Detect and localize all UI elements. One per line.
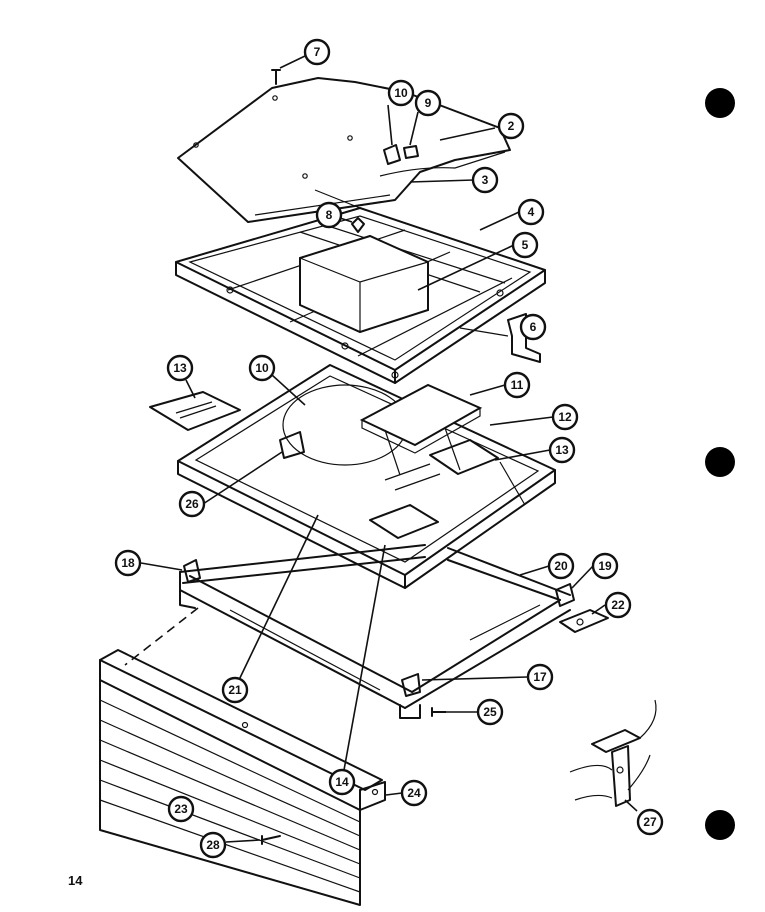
callout-14: 14 [328, 768, 356, 796]
svg-text:25: 25 [483, 705, 497, 719]
top-cover-panel [177, 77, 511, 223]
callout-21: 21 [221, 676, 249, 704]
svg-text:23: 23 [174, 802, 188, 816]
callout-19: 19 [591, 552, 619, 580]
callout-20: 20 [547, 552, 575, 580]
svg-text:21: 21 [228, 683, 242, 697]
heating-elements [369, 439, 526, 539]
page-number: 14 [68, 873, 83, 888]
callout-4: 4 [517, 198, 545, 226]
svg-text:10: 10 [255, 361, 269, 375]
svg-text:3: 3 [482, 173, 489, 187]
punch-hole-bottom [705, 810, 735, 840]
svg-text:6: 6 [530, 320, 537, 334]
clip-8 [351, 217, 365, 233]
callout-13: 13 [166, 354, 194, 382]
svg-text:13: 13 [173, 361, 187, 375]
svg-text:18: 18 [121, 556, 135, 570]
svg-text:26: 26 [185, 497, 199, 511]
callout-5: 5 [511, 231, 539, 259]
leader-lines [140, 55, 638, 843]
svg-text:5: 5 [522, 238, 529, 252]
alignment-line [124, 607, 199, 666]
svg-text:11: 11 [511, 378, 524, 392]
front-trim-grille [99, 649, 386, 906]
svg-text:7: 7 [314, 45, 321, 59]
bracket-10-9 [383, 144, 419, 165]
svg-text:8: 8 [326, 208, 333, 222]
callout-27: 27 [636, 808, 664, 836]
punch-hole-top [705, 88, 735, 118]
callout-28: 28 [199, 831, 227, 859]
svg-text:10: 10 [394, 86, 408, 100]
screw-28 [261, 835, 281, 845]
callout-12: 12 [551, 403, 579, 431]
svg-text:12: 12 [558, 410, 572, 424]
callout-11: 11 [503, 371, 531, 399]
callout-10: 10 [248, 354, 276, 382]
callout-26: 26 [178, 490, 206, 518]
corner-brackets [183, 559, 609, 697]
svg-text:2: 2 [508, 119, 515, 133]
svg-text:4: 4 [528, 205, 535, 219]
callout-3: 3 [471, 166, 499, 194]
callout-17: 17 [526, 663, 554, 691]
bottom-frame-rails [179, 544, 571, 719]
callout-7: 7 [303, 38, 331, 66]
callout-6: 6 [519, 313, 547, 341]
svg-text:24: 24 [407, 786, 421, 800]
svg-text:14: 14 [335, 775, 349, 789]
screw-7 [271, 69, 281, 85]
callout-24: 24 [400, 779, 428, 807]
svg-text:20: 20 [554, 559, 568, 573]
liner-tray [177, 364, 556, 589]
svg-text:19: 19 [598, 559, 612, 573]
shield-13-left [149, 391, 241, 431]
insulation-block-5 [299, 234, 429, 334]
callout-2: 2 [497, 112, 525, 140]
callout-22: 22 [604, 591, 632, 619]
callout-8: 8 [315, 201, 343, 229]
svg-text:27: 27 [643, 815, 657, 829]
svg-text:13: 13 [555, 443, 569, 457]
callout-23: 23 [167, 795, 195, 823]
frame-assembly [175, 189, 546, 384]
svg-text:9: 9 [425, 96, 432, 110]
insulation-pad-11 [359, 383, 483, 476]
punch-hole-middle [705, 447, 735, 477]
callout-18: 18 [114, 549, 142, 577]
svg-text:22: 22 [611, 598, 625, 612]
svg-text:28: 28 [206, 838, 220, 852]
screw-25 [431, 707, 447, 717]
svg-text:17: 17 [533, 670, 547, 684]
callout-13: 13 [548, 436, 576, 464]
hinge-detail-27 [569, 699, 657, 807]
callout-25: 25 [476, 698, 504, 726]
callout-10: 10 [387, 79, 415, 107]
callout-9: 9 [414, 89, 442, 117]
